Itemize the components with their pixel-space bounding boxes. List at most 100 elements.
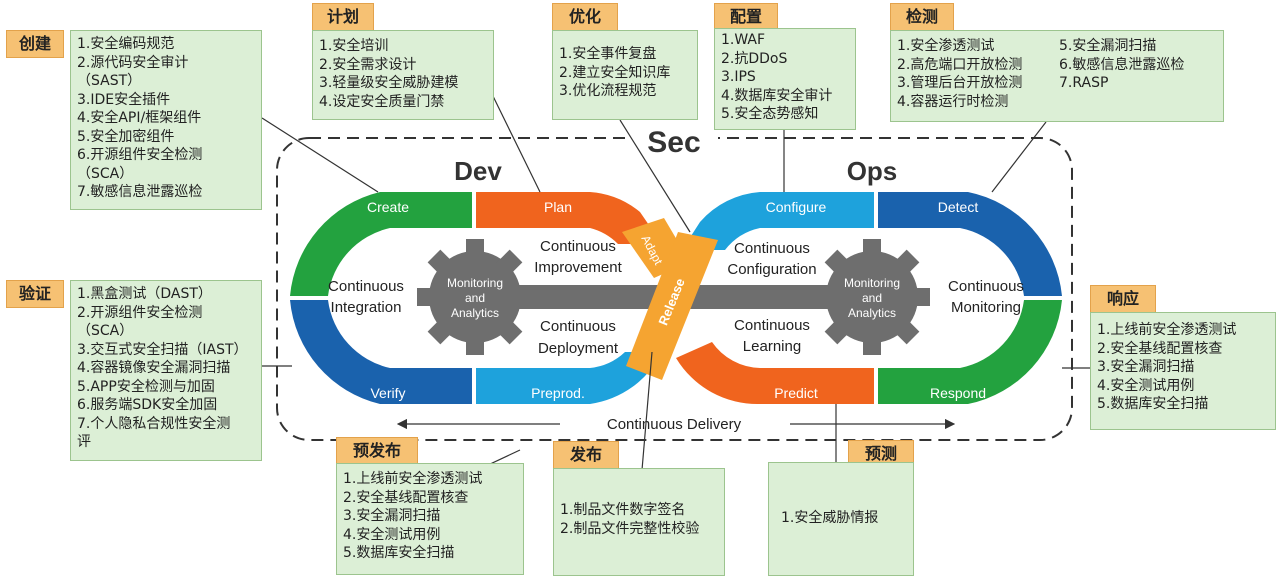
verify-item-4: 4.容器镜像安全漏洞扫描: [77, 360, 231, 376]
preprod-box: 1.上线前安全渗透测试 2.安全基线配置核查 3.安全漏洞扫描 4.安全测试用例…: [336, 463, 524, 575]
preprod-item-4: 4.安全测试用例: [343, 526, 441, 543]
gear-left: [417, 239, 533, 355]
verify-item-5: 5.APP安全检测与加固: [77, 378, 215, 395]
respond-item-2: 2.安全基线配置核查: [1097, 340, 1223, 357]
gear-right-line1: Monitoring: [844, 276, 900, 290]
respond-item-1: 1.上线前安全渗透测试: [1097, 322, 1237, 338]
clearn-line2: Learning: [743, 338, 801, 355]
ops-label: Ops: [847, 156, 898, 186]
ci-line1: Continuous: [328, 278, 404, 295]
preprod-item-1: 1.上线前安全渗透测试: [343, 471, 483, 487]
configure-item-5: 5.安全态势感知: [721, 106, 819, 122]
ring-preprod: [476, 352, 662, 404]
respond-item-4: 4.安全测试用例: [1097, 377, 1195, 394]
plan-box: 1.安全培训 2.安全需求设计 3.轻量级安全威胁建模 4.设定安全质量门禁: [312, 30, 494, 120]
gear-left-line2: and: [465, 291, 485, 305]
detect-item-4: 4.容器运行时检测: [897, 93, 1009, 110]
detect-tag: 检测: [890, 3, 954, 31]
predict-item-1: 1.安全威胁情报: [781, 510, 879, 526]
create-item-7: 7.敏感信息泄露巡检: [77, 184, 203, 200]
cconf-line2: Configuration: [727, 261, 816, 278]
dev-label: Dev: [454, 156, 502, 186]
create-item-5: 5.安全加密组件: [77, 128, 175, 145]
ring-label-create: Create: [367, 199, 409, 215]
cconf-line1: Continuous: [734, 240, 810, 257]
gear-right: [814, 239, 930, 355]
ring-release: [626, 232, 718, 380]
ci-line2: Integration: [331, 299, 402, 316]
detect-item-1: 1.安全渗透测试: [897, 38, 995, 54]
ring-label-respond: Respond: [930, 385, 986, 401]
create-item-2: 2.源代码安全审计 （SAST）: [77, 54, 189, 90]
verify-item-1: 1.黑盒测试（DAST）: [77, 286, 212, 302]
preprod-tag: 预发布: [336, 437, 418, 465]
configure-box: 1.WAF 2.抗DDoS 3.IPS 4.数据库安全审计 5.安全态势感知: [714, 28, 856, 130]
respond-item-3: 3.安全漏洞扫描: [1097, 359, 1195, 375]
configure-tag: 配置: [714, 3, 778, 31]
release-item-1: 1.制品文件数字签名: [560, 502, 686, 518]
respond-item-5: 5.数据库安全扫描: [1097, 396, 1209, 412]
respond-tag: 响应: [1090, 285, 1156, 313]
ring-verify: [290, 300, 472, 404]
detect-box: 1.安全渗透测试 2.高危端口开放检测 3.管理后台开放检测 4.容器运行时检测…: [890, 30, 1224, 122]
cmon-line2: Monitoring: [951, 299, 1021, 316]
verify-item-2: 2.开源组件安全检测 （SCA）: [77, 304, 203, 340]
cdep-line1: Continuous: [540, 318, 616, 335]
ring-configure: [682, 192, 874, 250]
verify-item-3: 3.交互式安全扫描（IAST）: [77, 341, 248, 358]
clearn-line1: Continuous: [734, 317, 810, 334]
configure-item-1: 1.WAF: [721, 32, 766, 48]
verify-item-6: 6.服务端SDK安全加固: [77, 397, 218, 413]
sec-label: Sec: [647, 126, 700, 159]
detect-item-5: 5.安全漏洞扫描: [1059, 38, 1157, 54]
ring-label-verify: Verify: [370, 385, 405, 401]
plan-item-4: 4.设定安全质量门禁: [319, 93, 445, 110]
plan-tag: 计划: [312, 3, 374, 31]
ring-predict: [676, 342, 874, 405]
create-item-4: 4.安全API/框架组件: [77, 110, 202, 126]
optimize-item-2: 2.建立安全知识库: [559, 64, 671, 81]
cmon-line1: Continuous: [948, 278, 1024, 295]
create-tag: 创建: [6, 30, 64, 58]
gear-left-line3: Analytics: [451, 306, 499, 320]
optimize-tag: 优化: [552, 3, 618, 31]
ring-label-detect: Detect: [938, 199, 979, 215]
configure-item-4: 4.数据库安全审计: [721, 87, 833, 104]
optimize-item-3: 3.优化流程规范: [559, 83, 657, 99]
optimize-item-1: 1.安全事件复盘: [559, 46, 657, 62]
gear-left-line1: Monitoring: [447, 276, 503, 290]
gear-right-line3: Analytics: [848, 306, 896, 320]
ring-create: [290, 192, 472, 296]
ring-label-plan: Plan: [544, 199, 572, 215]
create-box: 1.安全编码规范 2.源代码安全审计 （SAST） 3.IDE安全插件 4.安全…: [70, 30, 262, 210]
configure-item-2: 2.抗DDoS: [721, 50, 788, 67]
verify-item-7: 7.个人隐私合规性安全测 评: [77, 415, 231, 451]
verify-box: 1.黑盒测试（DAST） 2.开源组件安全检测 （SCA） 3.交互式安全扫描（…: [70, 280, 262, 461]
release-tag: 发布: [553, 441, 619, 469]
plan-item-1: 1.安全培训: [319, 38, 389, 54]
plan-item-3: 3.轻量级安全威胁建模: [319, 75, 459, 91]
plan-item-2: 2.安全需求设计: [319, 56, 417, 73]
cdep-line2: Deployment: [538, 340, 619, 357]
ring-respond: [878, 300, 1062, 404]
ring-detect: [878, 192, 1062, 296]
cimp-line2: Improvement: [534, 259, 622, 276]
preprod-item-2: 2.安全基线配置核查: [343, 489, 469, 506]
cimp-line1: Continuous: [540, 238, 616, 255]
delivery-label: Continuous Delivery: [607, 416, 742, 433]
verify-tag: 验证: [6, 280, 64, 308]
release-item-2: 2.制品文件完整性校验: [560, 520, 700, 537]
gear-right-line2: and: [862, 291, 882, 305]
ring-label-configure: Configure: [766, 199, 827, 215]
ring-label-predict: Predict: [774, 385, 818, 401]
detect-item-2: 2.高危端口开放检测: [897, 56, 1023, 73]
predict-box: 1.安全威胁情报: [768, 462, 914, 576]
ring-plan: [476, 192, 662, 244]
optimize-box: 1.安全事件复盘 2.建立安全知识库 3.优化流程规范: [552, 30, 698, 120]
detect-item-7: 7.RASP: [1059, 75, 1109, 91]
respond-box: 1.上线前安全渗透测试 2.安全基线配置核查 3.安全漏洞扫描 4.安全测试用例…: [1090, 312, 1276, 430]
ring-label-preprod: Preprod.: [531, 385, 585, 401]
detect-item-3: 3.管理后台开放检测: [897, 75, 1023, 91]
preprod-item-5: 5.数据库安全扫描: [343, 545, 455, 561]
